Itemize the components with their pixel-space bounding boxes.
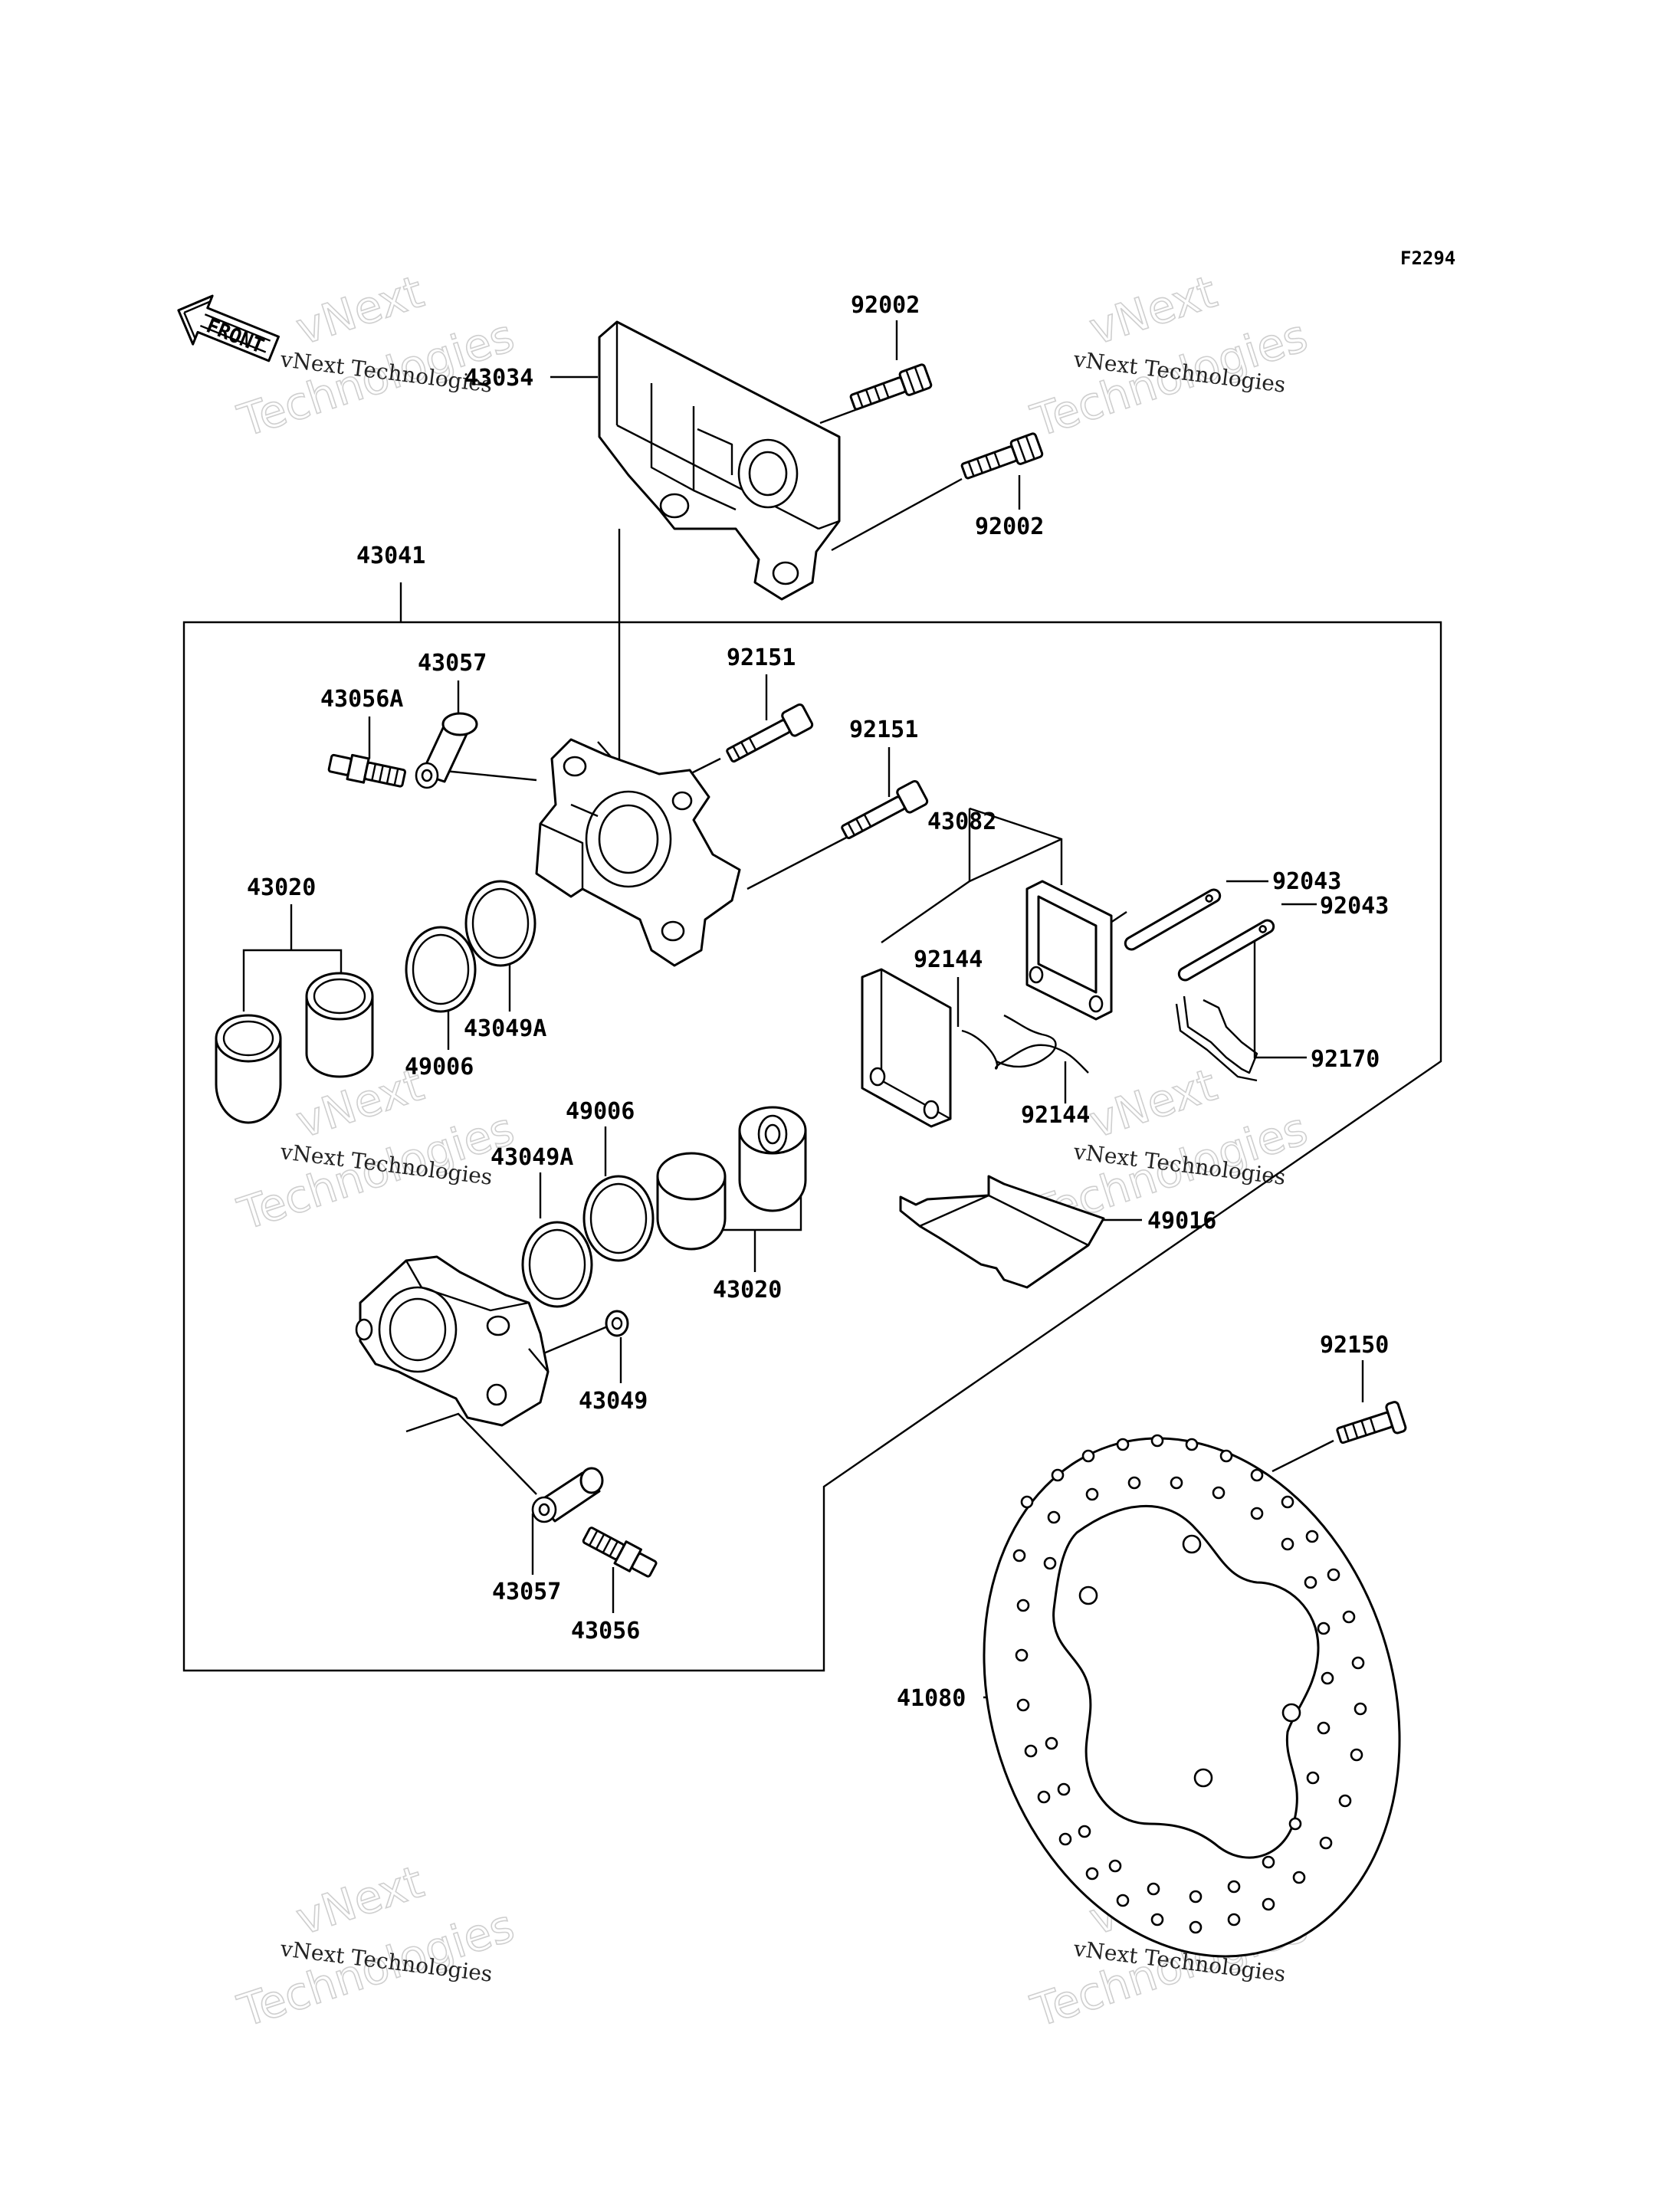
seal-43049A-upper bbox=[464, 880, 536, 967]
callout-43057-lower: 43057 bbox=[492, 1579, 561, 1605]
piston-43020-lower-rear bbox=[738, 1106, 807, 1212]
brake-pad-43082-front bbox=[861, 968, 952, 1128]
bolt-92002-lower bbox=[960, 432, 1044, 480]
bleeder-cap-43057-upper bbox=[415, 712, 478, 789]
callout-92144-lower: 92144 bbox=[1021, 1102, 1090, 1129]
watermark-top-left: vNext Technologies vNext Technologies bbox=[231, 264, 521, 448]
diagram-code: F2294 bbox=[1400, 248, 1455, 269]
pad-pin-92043-upper bbox=[1124, 888, 1222, 951]
callout-43056: 43056 bbox=[571, 1618, 640, 1644]
caliper-body-outer bbox=[535, 738, 741, 967]
bleeder-valve-43056 bbox=[582, 1526, 658, 1578]
callout-41080: 41080 bbox=[897, 1685, 966, 1712]
spring-92144 bbox=[961, 1014, 1089, 1074]
watermark-bottom-left: vNext Technologies vNext Technologies bbox=[231, 1854, 521, 2038]
washer-43049 bbox=[605, 1310, 629, 1337]
callout-49016: 49016 bbox=[1147, 1208, 1216, 1235]
bleeder-valve-43056A bbox=[327, 753, 406, 788]
callout-43041: 43041 bbox=[356, 543, 425, 569]
callout-43057-upper: 43057 bbox=[418, 650, 487, 677]
callout-43049: 43049 bbox=[579, 1388, 648, 1415]
callout-92151-lower: 92151 bbox=[849, 716, 918, 743]
callout-92043-lower: 92043 bbox=[1320, 893, 1389, 920]
callout-92002-upper: 92002 bbox=[851, 292, 920, 319]
pad-spring-49016 bbox=[899, 1175, 1105, 1289]
callout-92151-upper: 92151 bbox=[727, 644, 796, 671]
callout-92150: 92150 bbox=[1320, 1332, 1389, 1359]
brake-disc-41080 bbox=[983, 1434, 1401, 1958]
callout-43082: 43082 bbox=[927, 808, 996, 835]
pin-92151-upper bbox=[726, 703, 814, 763]
piston-43020-lower-front bbox=[656, 1152, 727, 1251]
seal-49006-lower bbox=[582, 1175, 655, 1262]
pad-pin-92043-lower bbox=[1177, 919, 1275, 982]
callout-49006-lower: 49006 bbox=[566, 1098, 635, 1125]
disc-bolt-92150 bbox=[1336, 1401, 1407, 1444]
callout-labels: 43034 92002 92002 43041 43057 43056A 921… bbox=[247, 292, 1389, 1712]
callout-43049A-upper: 43049A bbox=[464, 1015, 546, 1042]
callout-43020-lower: 43020 bbox=[713, 1277, 782, 1303]
bleeder-cap-43057-lower bbox=[531, 1467, 604, 1523]
callout-49006-upper: 49006 bbox=[405, 1054, 474, 1080]
callout-92170: 92170 bbox=[1311, 1046, 1380, 1073]
callout-43049A-lower: 43049A bbox=[491, 1144, 573, 1171]
callout-92002-lower: 92002 bbox=[975, 513, 1044, 540]
seal-49006-upper bbox=[405, 926, 477, 1013]
disc-vent-holes bbox=[1012, 1434, 1367, 1934]
piston-43020-upper-rear bbox=[305, 972, 374, 1078]
caliper-body-inner bbox=[355, 1255, 550, 1427]
brake-pad-43082-rear bbox=[1025, 880, 1113, 1021]
caliper-bracket-43034 bbox=[598, 320, 841, 601]
callout-43056A: 43056A bbox=[320, 686, 403, 713]
watermark-top-right: vNext Technologies vNext Technologies bbox=[1025, 264, 1314, 448]
callout-43020-upper: 43020 bbox=[247, 874, 316, 901]
callout-43034: 43034 bbox=[464, 365, 533, 392]
callout-92043-upper: 92043 bbox=[1272, 868, 1341, 895]
piston-43020-upper-front bbox=[215, 1014, 282, 1124]
seal-43049A-lower bbox=[521, 1221, 593, 1308]
callout-92144-upper: 92144 bbox=[914, 946, 983, 973]
spring-clip-92170 bbox=[1175, 995, 1258, 1082]
front-arrow-icon: FRONT bbox=[177, 294, 280, 362]
bolt-92002-upper bbox=[849, 363, 933, 411]
pin-92151-lower bbox=[841, 779, 929, 840]
